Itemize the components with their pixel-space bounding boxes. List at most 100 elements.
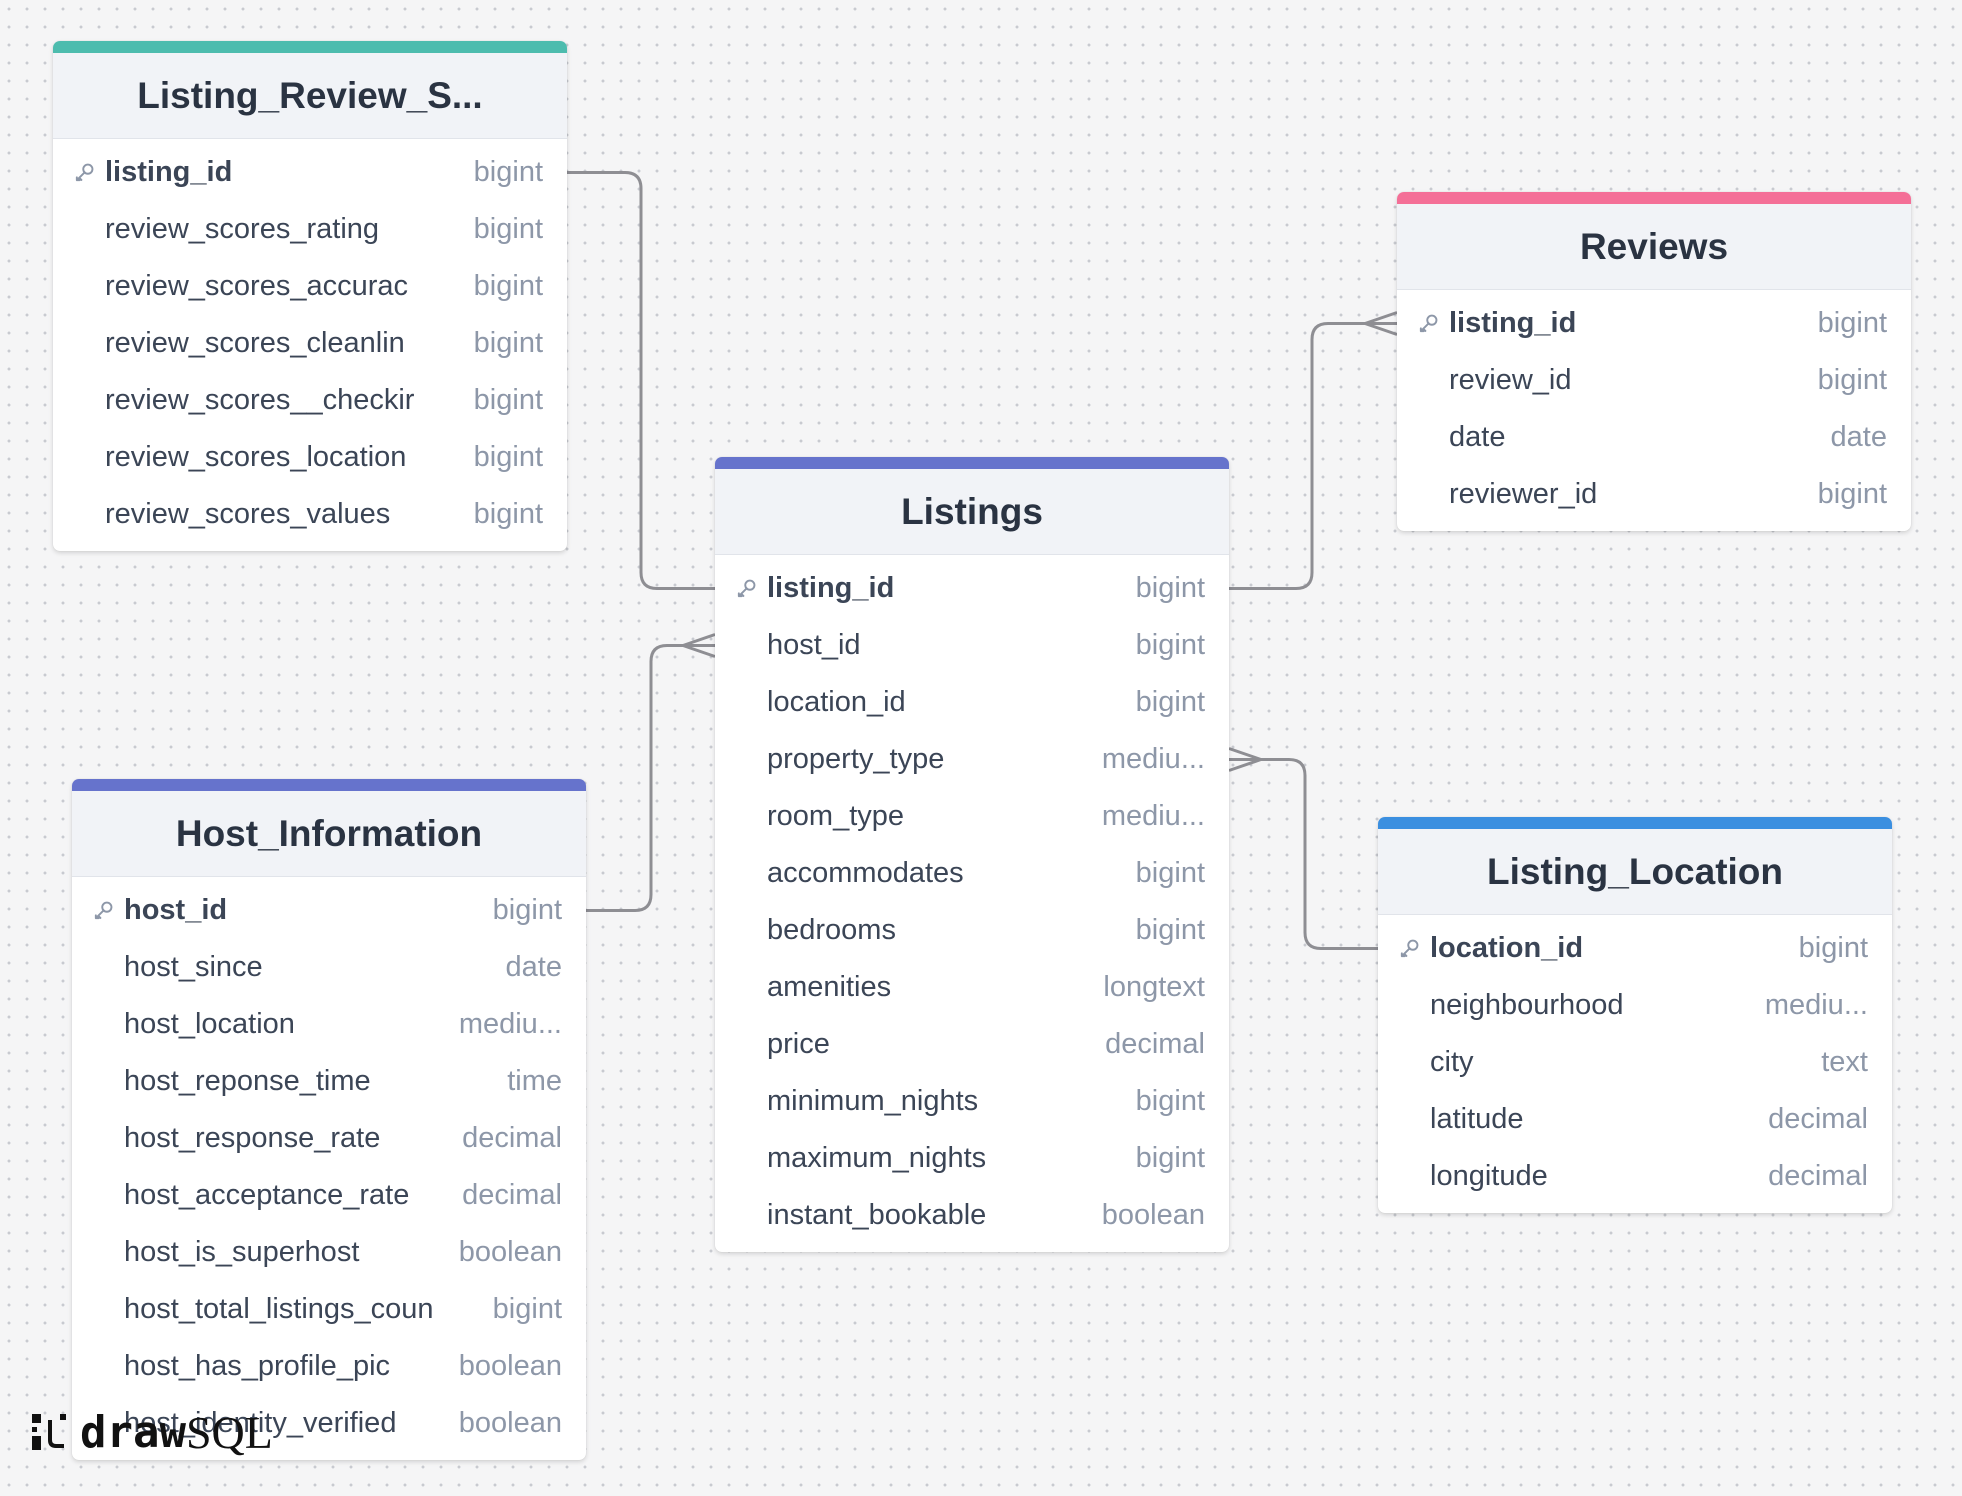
column-name: latitude — [1430, 1103, 1524, 1135]
crows-foot-reviews — [1364, 311, 1398, 336]
table-title: Reviews — [1579, 225, 1729, 267]
relation-host-to-listings[interactable] — [586, 644, 715, 912]
column-row[interactable]: review_scores_rating bigint — [53, 201, 567, 258]
table-header[interactable]: Listing_Review_S... — [53, 53, 567, 139]
table-accent-bar — [53, 41, 567, 53]
column-row[interactable]: host_total_listings_coun bigint — [72, 1281, 586, 1338]
column-name: listing_id — [767, 572, 895, 604]
column-type: bigint — [473, 213, 543, 245]
column-type: bigint — [492, 1293, 562, 1325]
logo-text-draw: draw — [80, 1406, 186, 1458]
column-name: review_scores_values — [105, 498, 391, 530]
column-name: host_id — [767, 629, 861, 661]
column-row[interactable]: neighbourhood mediu... — [1378, 977, 1892, 1034]
column-name: host_total_listings_coun — [124, 1293, 434, 1325]
column-name: location_id — [767, 686, 906, 718]
table-accent-bar — [715, 457, 1229, 469]
column-row[interactable]: latitude decimal — [1378, 1091, 1892, 1148]
table-header[interactable]: Host_Information — [72, 791, 586, 877]
column-type: bigint — [1817, 478, 1887, 510]
column-type: bigint — [1135, 1142, 1205, 1174]
column-type: mediu... — [1101, 743, 1205, 775]
column-name: host_reponse_time — [124, 1065, 371, 1097]
column-row[interactable]: maximum_nights bigint — [715, 1130, 1229, 1187]
column-type: bigint — [1135, 1085, 1205, 1117]
relation-listings-to-reviews[interactable] — [1229, 322, 1397, 590]
column-name: accommodates — [767, 857, 964, 889]
primary-key-icon — [73, 161, 105, 184]
relation-location-to-listings[interactable] — [1229, 758, 1378, 950]
column-row[interactable]: reviewer_id bigint — [1397, 466, 1911, 523]
column-name: date — [1449, 421, 1506, 453]
column-type: bigint — [1817, 307, 1887, 339]
crows-foot-listings-location — [1228, 747, 1262, 772]
relation-review-scores-to-listings[interactable] — [567, 171, 715, 590]
table-title: Listing_Location — [1487, 850, 1783, 892]
column-name: host_identity_verified — [124, 1407, 397, 1439]
column-type: mediu... — [1101, 800, 1205, 832]
logo-text-sql: SQL — [185, 1406, 273, 1458]
column-row[interactable]: room_type mediu... — [715, 788, 1229, 845]
column-type: decimal — [1768, 1103, 1868, 1135]
table-accent-bar — [1397, 192, 1911, 204]
column-name: review_scores_cleanlin — [105, 327, 405, 359]
column-name: instant_bookable — [767, 1199, 987, 1231]
table-header[interactable]: Reviews — [1397, 204, 1911, 290]
table-title: Host_Information — [175, 812, 483, 854]
table-header[interactable]: Listings — [715, 469, 1229, 555]
column-name: property_type — [767, 743, 945, 775]
primary-key-icon — [1417, 312, 1449, 335]
column-name: reviewer_id — [1449, 478, 1598, 510]
table-header[interactable]: Listing_Location — [1378, 829, 1892, 915]
column-name: neighbourhood — [1430, 989, 1624, 1021]
primary-key-icon — [735, 577, 767, 600]
column-name: room_type — [767, 800, 905, 832]
column-type: mediu... — [1764, 989, 1868, 1021]
column-name: price — [767, 1028, 830, 1060]
column-row[interactable]: property_type mediu... — [715, 731, 1229, 788]
column-name: review_scores_rating — [105, 213, 380, 245]
column-type: text — [1821, 1046, 1868, 1078]
table-title: Listing_Review_S... — [137, 74, 483, 116]
column-name: maximum_nights — [767, 1142, 987, 1174]
